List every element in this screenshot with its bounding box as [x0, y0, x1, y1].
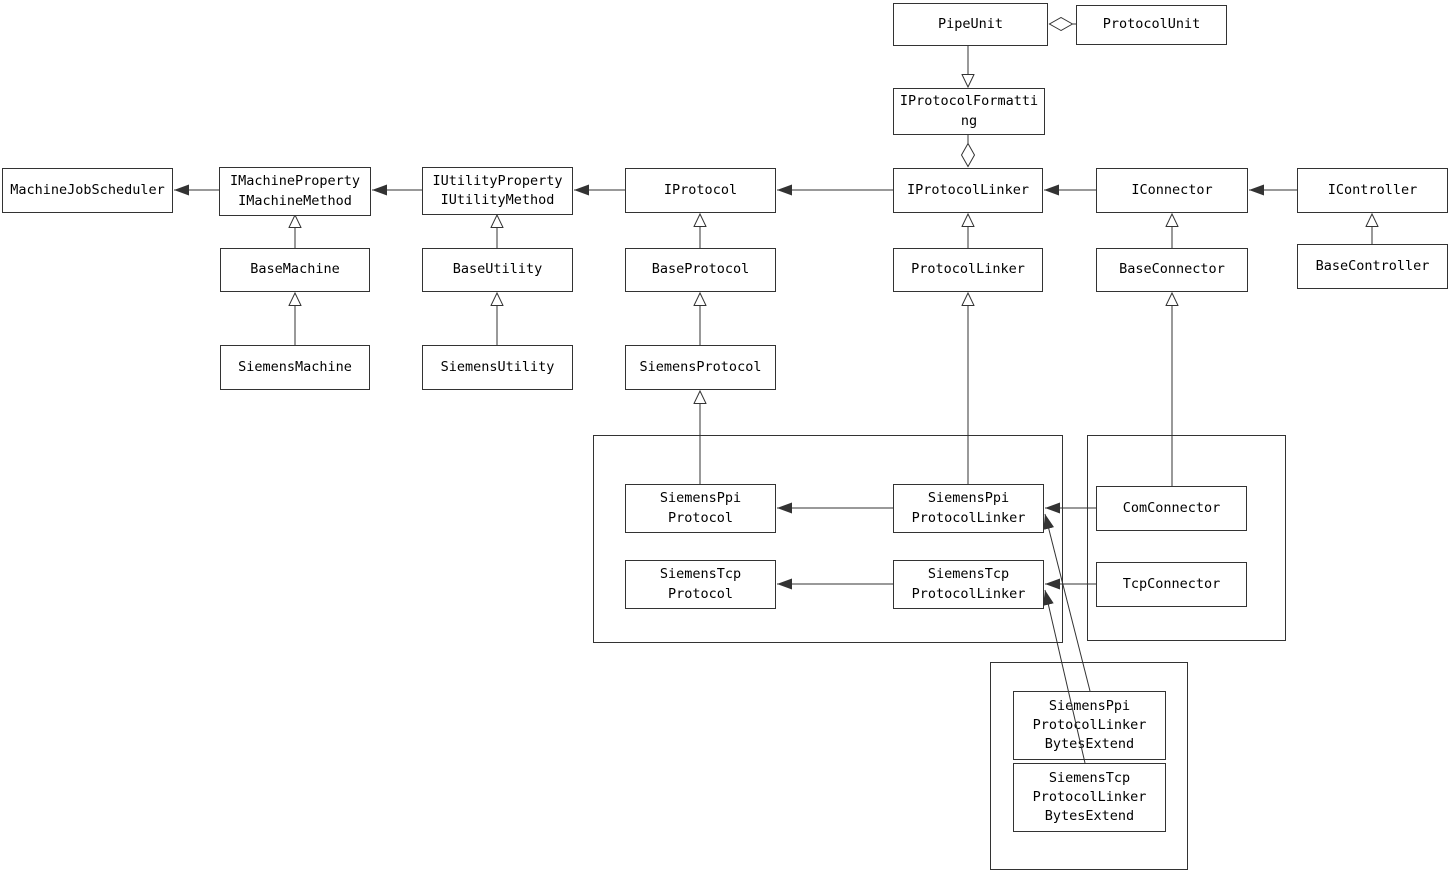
class-label-pipeunit: PipeUnit — [937, 15, 1004, 32]
class-label-comconnector: ComConnector — [1122, 499, 1221, 516]
class-label-protocolunit: ProtocolUnit — [1102, 16, 1201, 33]
class-box-tcpconnector: TcpConnector — [1096, 562, 1247, 607]
class-box-siemensutility: SiemensUtility — [422, 345, 573, 390]
class-label-siemenstcpprotocollinkerbytesextend: SiemensTcp ProtocolLinker BytesExtend — [1032, 769, 1147, 825]
class-box-baseconnector: BaseConnector — [1096, 248, 1248, 292]
class-box-iprotocollinker: IProtocolLinker — [893, 168, 1043, 213]
class-label-imachine: IMachineProperty IMachineMethod — [229, 173, 361, 209]
class-box-siemensppiprotocollinkerbytesextend: SiemensPpi ProtocolLinker BytesExtend — [1013, 691, 1166, 760]
class-label-siemensprotocol: SiemensProtocol — [639, 358, 762, 375]
class-box-siemensprotocol: SiemensProtocol — [625, 345, 776, 390]
group-bytes-extend-variants — [990, 662, 1188, 870]
class-box-pipeunit: PipeUnit — [893, 3, 1048, 46]
class-box-siemensmachine: SiemensMachine — [220, 345, 370, 390]
class-label-siemensppiprotocol: SiemensPpi Protocol — [659, 490, 742, 526]
class-label-tcpconnector: TcpConnector — [1122, 575, 1221, 592]
class-box-iprotocolformatting: IProtocolFormatti ng — [893, 88, 1045, 135]
class-box-icontroller: IController — [1297, 168, 1448, 213]
group-connector-implementations — [1087, 435, 1286, 641]
class-label-siemensutility: SiemensUtility — [440, 358, 555, 375]
class-label-baseconnector: BaseConnector — [1119, 261, 1225, 278]
class-label-siemensmachine: SiemensMachine — [238, 358, 352, 375]
class-label-basecontroller: BaseController — [1315, 257, 1430, 274]
class-box-comconnector: ComConnector — [1096, 486, 1247, 531]
class-box-siemensppiprotocol: SiemensPpi Protocol — [625, 484, 776, 533]
class-box-baseutility: BaseUtility — [422, 248, 573, 292]
class-label-iprotocol: IProtocol — [663, 181, 738, 198]
class-label-icontroller: IController — [1327, 181, 1418, 198]
class-label-siemensppiprotocollinker: SiemensPpi ProtocolLinker — [911, 490, 1026, 526]
class-box-iconnector: IConnector — [1096, 168, 1248, 213]
class-box-iutility: IUtilityProperty IUtilityMethod — [422, 167, 573, 215]
class-label-protocollinker: ProtocolLinker — [911, 261, 1025, 278]
class-label-siemenstcpprotocol: SiemensTcp Protocol — [659, 566, 742, 602]
class-box-baseprotocol: BaseProtocol — [625, 248, 776, 292]
class-label-baseprotocol: BaseProtocol — [651, 261, 750, 278]
class-label-baseutility: BaseUtility — [452, 261, 543, 278]
class-box-machinejobscheduler: MachineJobScheduler — [2, 168, 173, 213]
class-label-siemenstcpprotocollinker: SiemensTcp ProtocolLinker — [911, 566, 1026, 602]
group-siemens-protocol-linker-implementations — [593, 435, 1063, 643]
class-box-siemenstcpprotocol: SiemensTcp Protocol — [625, 560, 776, 609]
class-label-iutility: IUtilityProperty IUtilityMethod — [432, 172, 563, 208]
class-box-protocolunit: ProtocolUnit — [1076, 5, 1227, 45]
class-label-iprotocolformatting: IProtocolFormatti ng — [899, 93, 1039, 129]
class-label-siemensppiprotocollinkerbytesextend: SiemensPpi ProtocolLinker BytesExtend — [1032, 697, 1147, 753]
class-label-iprotocollinker: IProtocolLinker — [907, 181, 1029, 198]
edge-tcpbytesextend-siemenstcplinker — [1043, 589, 1086, 764]
class-box-basecontroller: BaseController — [1297, 244, 1448, 289]
class-label-iconnector: IConnector — [1131, 181, 1213, 198]
class-label-machinejobscheduler: MachineJobScheduler — [10, 181, 165, 198]
class-box-siemenstcpprotocollinkerbytesextend: SiemensTcp ProtocolLinker BytesExtend — [1013, 763, 1166, 832]
class-box-basemachine: BaseMachine — [220, 248, 370, 292]
class-box-siemensppiprotocollinker: SiemensPpi ProtocolLinker — [893, 484, 1044, 533]
class-box-protocollinker: ProtocolLinker — [893, 248, 1043, 292]
class-box-iprotocol: IProtocol — [625, 168, 776, 213]
edge-ppibytesextend-siemensppilinker — [1043, 513, 1091, 692]
class-box-siemenstcpprotocollinker: SiemensTcp ProtocolLinker — [893, 560, 1044, 609]
class-box-imachine: IMachineProperty IMachineMethod — [219, 167, 371, 216]
class-label-basemachine: BaseMachine — [250, 261, 340, 278]
